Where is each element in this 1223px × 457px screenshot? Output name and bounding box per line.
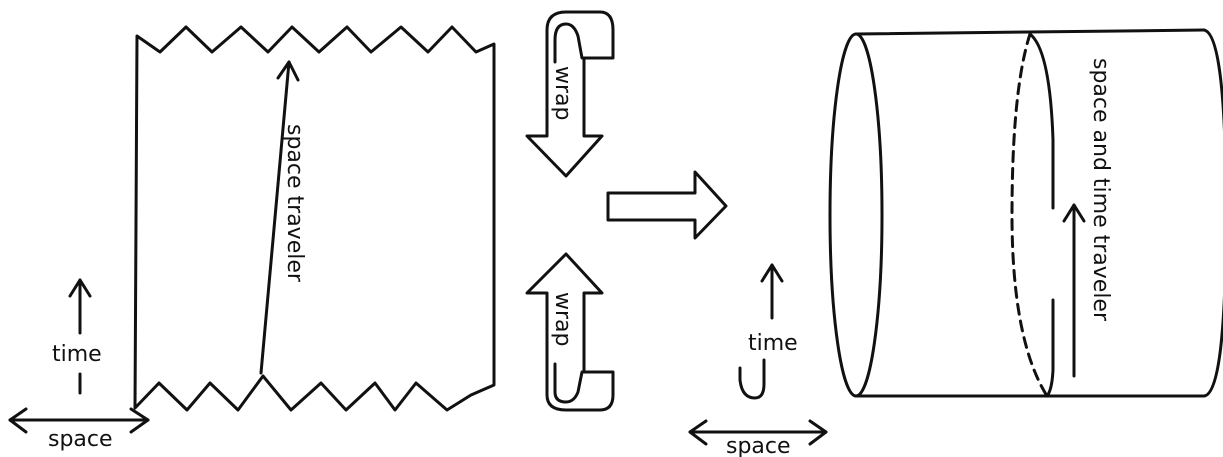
- right-time-arrowhead: [760, 263, 784, 283]
- wrap-top-label: wrap: [550, 66, 575, 120]
- wrap-bottom-curl: [545, 362, 615, 412]
- right-space-axis: [688, 419, 828, 446]
- space-time-traveler-arrowhead: [1062, 203, 1086, 223]
- wrap-seam-back-dashed: [1010, 32, 1049, 398]
- left-time-axis: [68, 278, 92, 395]
- right-space-arrowhead-right: [808, 419, 828, 446]
- flat-spacetime-strip: [133, 25, 496, 412]
- left-space-label: space: [48, 427, 113, 452]
- right-time-label: time: [748, 331, 798, 356]
- wrap-top-curl: [545, 10, 615, 114]
- cylinder-left-end: [828, 32, 884, 398]
- left-space-arrowhead-right: [129, 407, 150, 434]
- space-traveler-arrowhead: [276, 60, 300, 82]
- space-traveler-label: space traveler: [282, 124, 307, 283]
- wrap-arrow-bottom: [525, 252, 615, 412]
- right-space-label: space: [726, 434, 791, 457]
- left-space-axis: [8, 407, 150, 434]
- transform-arrow: [606, 170, 728, 240]
- space-traveler-arrow-shaft: [259, 60, 291, 375]
- wrap-bottom-arrow-body: [525, 252, 604, 374]
- wrap-bottom-label: wrap: [550, 292, 575, 346]
- cylinder-right-end: [1202, 28, 1223, 398]
- wrap-seam-front-lower: [1045, 298, 1055, 398]
- wrap-arrow-top: [525, 10, 615, 178]
- flat-strip-outline: [133, 25, 496, 412]
- left-time-arrowhead: [68, 278, 92, 298]
- wrap-seam-front: [1028, 32, 1055, 210]
- space-and-time-traveler-label: space and time traveler: [1088, 58, 1113, 322]
- left-space-arrowhead-left: [8, 407, 28, 434]
- wrap-top-arrow-body: [525, 56, 604, 178]
- right-time-wrap-curl: [738, 358, 766, 400]
- cylinder-top-edge: [854, 28, 1206, 36]
- cylinder-spacetime: [828, 28, 1223, 398]
- right-time-axis: [738, 263, 784, 400]
- right-space-arrowhead-left: [688, 419, 708, 446]
- left-time-label: time: [52, 342, 102, 367]
